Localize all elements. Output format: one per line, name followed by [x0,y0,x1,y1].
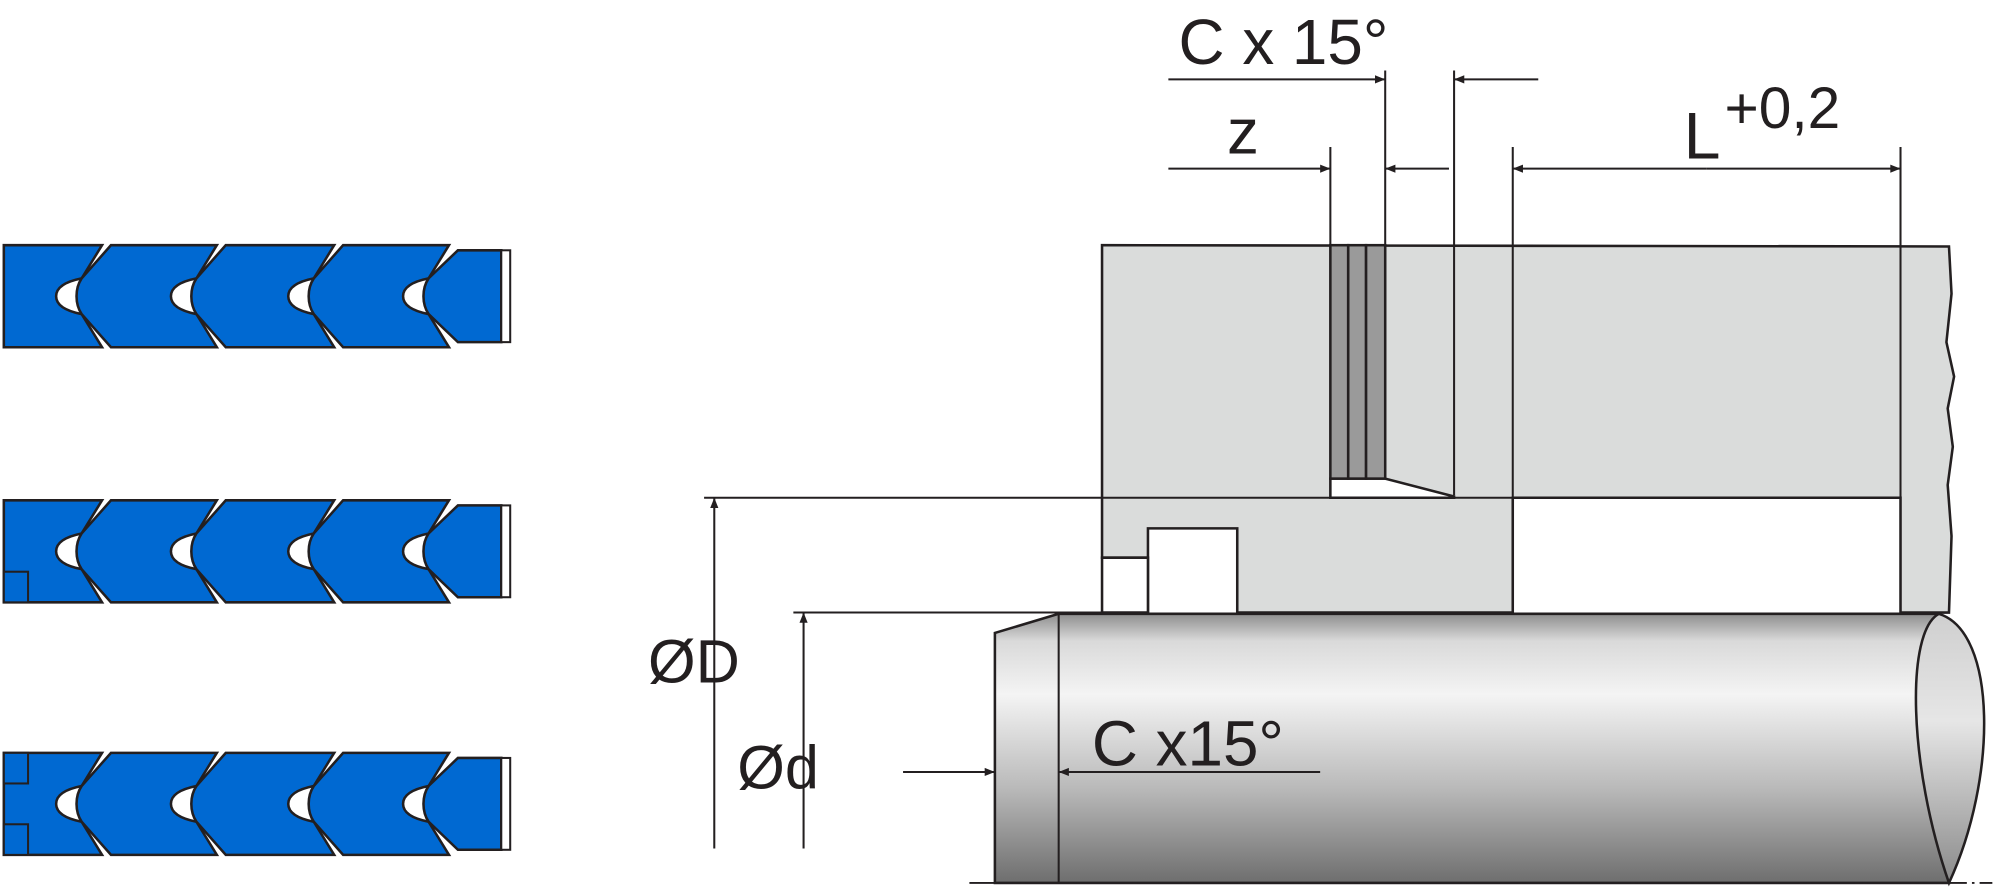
top-chamfer-label: C x 15° [1179,6,1389,78]
seal-stack-variant-bottom-notch [2,499,512,604]
seal-ring-pressure [422,504,503,599]
rod-diameter-label: Ød [737,734,819,802]
rod-chamfer-label: C x15° [1092,708,1284,780]
seal-stack-variant-double-notch [2,751,512,857]
seal-ring-v [307,751,452,857]
support-ring [500,756,512,851]
rod [969,612,1993,887]
seal-ring-v [75,499,220,604]
seal-ring-pressure [422,756,503,852]
seal-ring-pressure [422,249,503,344]
seal-ring-v [75,243,220,349]
seal-ring-v [190,751,337,857]
notch [2,570,30,604]
extension-lines [793,70,1902,614]
seal-ring-v [190,243,337,349]
length-label: L [1684,99,1721,173]
length-tolerance-label: +0,2 [1724,76,1840,141]
seal-ring-v [75,751,220,857]
seal-stack-variant-plain [2,243,512,349]
outer-diameter-label: ØD [648,628,740,696]
seal-rings-section [1329,243,1387,480]
support-ring [500,249,512,344]
housing [704,243,1956,614]
seal-ring-v [190,499,337,604]
seal-ring-v [307,499,452,604]
depth-z-label: z [1227,95,1259,167]
support-ring [500,504,512,599]
notch [2,823,30,856]
dimension-lines [710,75,1901,849]
seal-stacks [2,243,512,857]
notch [2,751,30,785]
seal-ring-v [307,243,452,349]
